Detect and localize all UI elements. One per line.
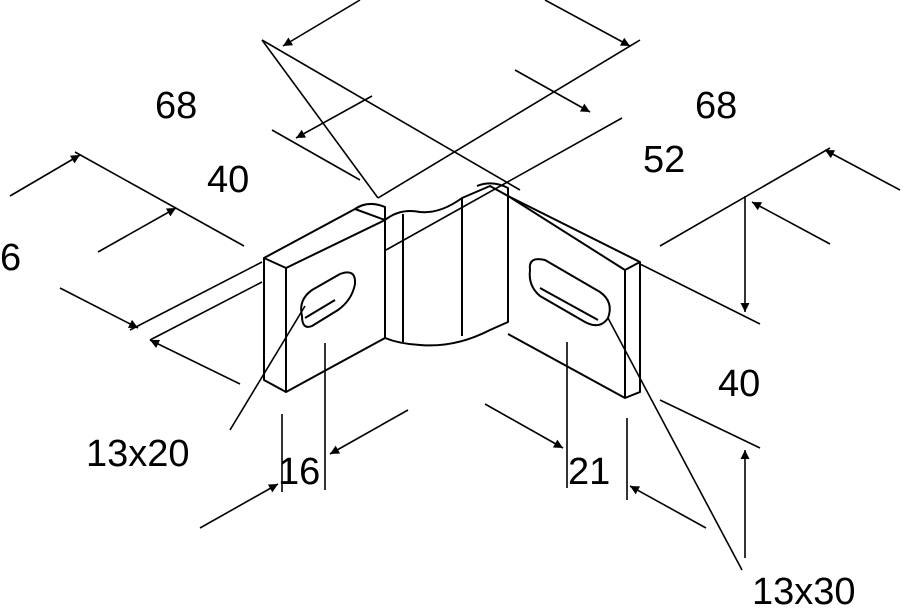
dim-left-thickness: 6 <box>0 237 21 279</box>
left-slot <box>300 271 357 328</box>
slot-left-label: 13x20 <box>86 433 190 475</box>
slot-right-label: 13x30 <box>752 571 856 610</box>
dim-left-depth: 40 <box>207 159 249 201</box>
right-flange-face <box>507 195 641 399</box>
bracket-outline <box>263 182 641 399</box>
dim-middle-depth: 52 <box>643 139 685 181</box>
dim-right-height: 40 <box>718 363 760 405</box>
dim-top-right-width: 68 <box>695 85 737 127</box>
left-flange-edge <box>263 257 287 392</box>
center-wall <box>384 185 509 347</box>
dimension-labels: 68 68 40 52 6 40 16 21 13x20 13x30 <box>0 85 856 613</box>
right-slot <box>528 258 611 327</box>
dimension-lines <box>9 0 901 571</box>
dim-top-left-width: 68 <box>155 85 197 127</box>
dim-left-hole-offset: 16 <box>278 451 320 493</box>
dim-right-hole-offset: 21 <box>568 451 610 493</box>
